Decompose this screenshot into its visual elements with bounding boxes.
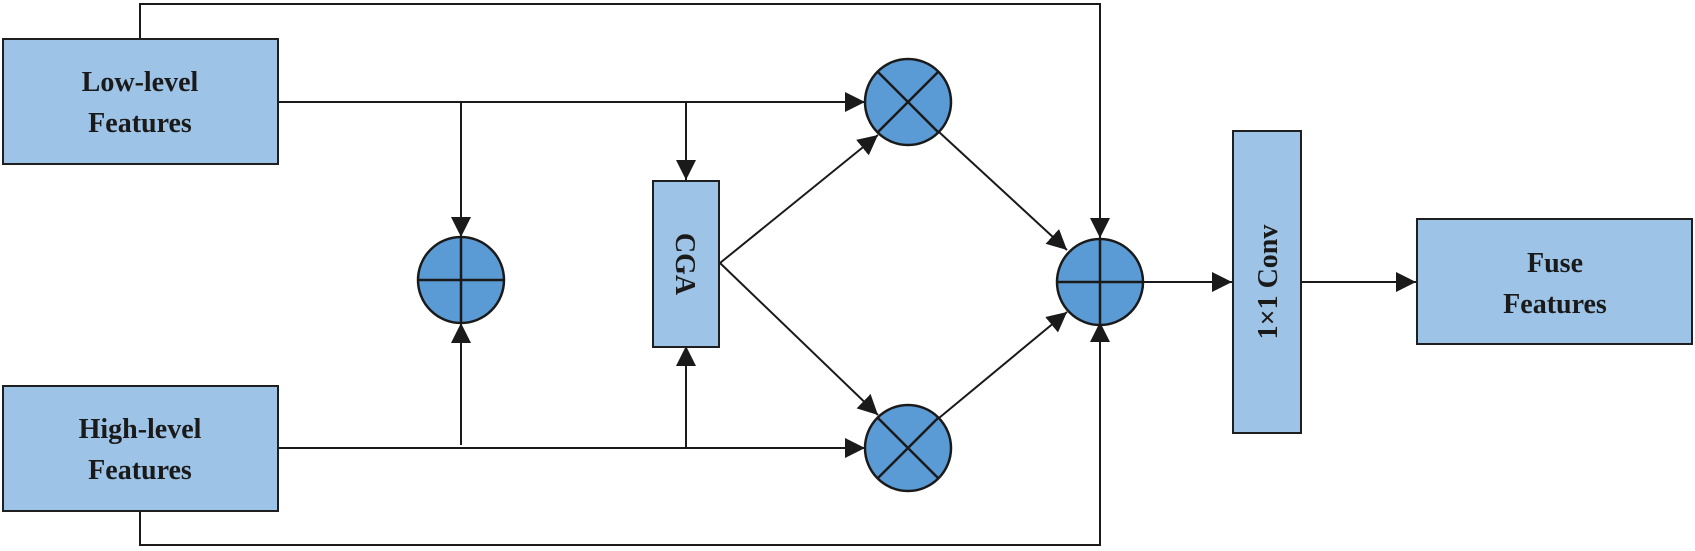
fuse-features-box: Fuse Features bbox=[1416, 218, 1693, 345]
high-level-features-box: High-level Features bbox=[2, 385, 279, 512]
high-bypass-wire bbox=[139, 322, 1110, 546]
cga-box: CGA bbox=[652, 180, 720, 348]
low-level-features-box: Low-level Features bbox=[2, 38, 279, 165]
high-level-label-line2: Features bbox=[88, 455, 192, 486]
high-level-label-line1: High-level bbox=[79, 414, 202, 445]
conv-label: 1×1 Conv bbox=[1253, 225, 1284, 340]
cga-to-multiply-top-wire bbox=[719, 134, 879, 264]
cga-label: CGA bbox=[669, 233, 700, 296]
low-bypass-wire bbox=[139, 3, 1110, 238]
add-node-left bbox=[416, 235, 506, 325]
low-level-label-line1: Low-level bbox=[82, 67, 199, 98]
multiply-bottom-to-add-right-wire bbox=[938, 311, 1068, 419]
multiply-top-to-add-right-wire bbox=[938, 131, 1068, 251]
add-node-right bbox=[1055, 237, 1145, 327]
multiply-node-bottom bbox=[863, 403, 953, 493]
fuse-label-line2: Features bbox=[1503, 289, 1607, 320]
conv-box: 1×1 Conv bbox=[1232, 130, 1302, 434]
cga-to-multiply-bottom-wire bbox=[719, 262, 879, 416]
low-level-label-line2: Features bbox=[88, 108, 192, 139]
fuse-label-line1: Fuse bbox=[1527, 248, 1583, 279]
multiply-node-top bbox=[863, 57, 953, 147]
